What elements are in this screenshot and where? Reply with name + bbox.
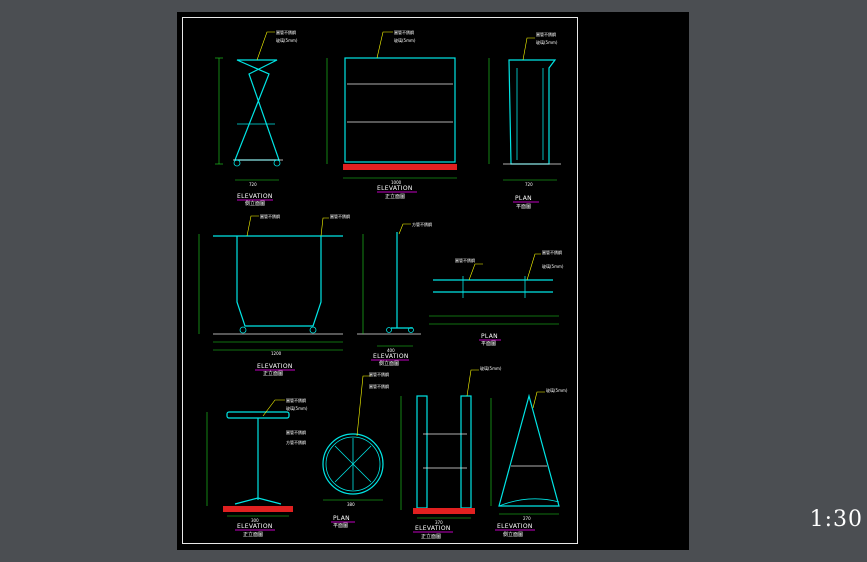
view-9-front-elevation[interactable]: 370 玻璃(5mm) ELEVATION 正立面圖 <box>400 365 502 540</box>
dimension-text: 1200 <box>271 351 282 356</box>
caster-wheel <box>233 159 241 167</box>
base-curve <box>498 498 560 507</box>
note-text: 玻璃(5mm) <box>542 263 564 269</box>
floor-band <box>223 506 293 512</box>
rack-frame <box>236 236 322 327</box>
view-subtitle: 正立面圖 <box>263 370 283 377</box>
dimension-text: 1000 <box>391 180 402 185</box>
dimension-text: 380 <box>347 502 355 507</box>
note-text: 圓管不銹鋼 <box>542 249 562 255</box>
view-title: ELEVATION <box>415 525 451 532</box>
caster-wheel <box>309 326 317 334</box>
scale-label: 1:30 <box>809 507 863 532</box>
floor-band <box>343 164 457 170</box>
leader-line <box>262 399 285 417</box>
note-text: 圓管不銹鋼 <box>394 29 414 35</box>
note-text: 玻璃(5mm) <box>480 365 502 371</box>
view-subtitle: 平面圖 <box>333 523 348 529</box>
leader-line <box>466 369 479 397</box>
view-title: ELEVATION <box>377 185 413 192</box>
note-text: 圓管不銹鋼 <box>330 213 350 219</box>
view-title: PLAN <box>481 333 498 340</box>
note-text: 玻璃(5mm) <box>536 39 558 45</box>
note-text: 圓管不銹鋼 <box>286 429 306 435</box>
note-text: 圓管不銹鋼 <box>455 257 475 263</box>
view-subtitle: 正立面圖 <box>385 193 405 200</box>
view-subtitle: 平面圖 <box>516 204 531 210</box>
leader-line <box>356 375 371 437</box>
upright-post <box>416 395 428 509</box>
view-6-plan[interactable]: 圓管不銹鋼 圓管不銹鋼 玻璃(5mm) PLAN 平面圖 <box>429 249 564 347</box>
dimension-text: 270 <box>523 516 531 521</box>
view-subtitle: 側立面圖 <box>245 200 265 207</box>
view-title: PLAN <box>515 195 532 202</box>
view-title: ELEVATION <box>373 353 409 360</box>
view-title: PLAN <box>333 515 350 522</box>
leader-line <box>376 31 393 59</box>
view-7-front-elevation[interactable]: 300 圓管不銹鋼 玻璃(5mm) 圓管不銹鋼 方管不銹鋼 ELEVATION … <box>206 397 308 538</box>
leader-line <box>398 223 411 235</box>
view-title: ELEVATION <box>237 193 273 200</box>
view-10-side-elevation[interactable]: 270 玻璃(5mm) ELEVATION 側立面圖 <box>490 387 568 538</box>
view-subtitle: 側立面圖 <box>379 360 399 367</box>
note-text: 方管不銹鋼 <box>412 221 432 227</box>
dimension-text: 400 <box>387 348 395 353</box>
a-frame-outline <box>498 393 560 507</box>
note-text: 圓管不銹鋼 <box>286 397 306 403</box>
leader-line <box>246 215 259 237</box>
note-text: 圓管不銹鋼 <box>369 371 389 377</box>
leader-line <box>522 37 535 61</box>
caster-wheel <box>273 159 281 167</box>
caster-wheel <box>239 326 247 334</box>
upright-post <box>460 395 472 509</box>
note-text: 玻璃(5mm) <box>394 37 416 43</box>
view-subtitle: 平面圖 <box>481 341 496 347</box>
view-3-plan[interactable]: 720 圓管不銹鋼 玻璃(5mm) PLAN 平面圖 <box>488 31 561 210</box>
leader-line <box>256 31 275 61</box>
note-text: 圓管不銹鋼 <box>369 383 389 389</box>
dimension-text: 720 <box>249 182 257 187</box>
view-1-side-elevation[interactable]: 720 圓管不銹鋼 玻璃(5mm) ELEVATION 側立面圖 <box>215 29 298 207</box>
table-top <box>226 411 290 419</box>
view-subtitle: 側立面圖 <box>503 531 523 538</box>
dimension-text: 720 <box>525 182 533 187</box>
plan-outline <box>508 59 557 165</box>
caster-wheel <box>408 327 414 333</box>
leader-line <box>468 263 483 281</box>
cad-drawing[interactable]: .o { stroke:#00e5e5; stroke-width:1.2; f… <box>177 12 689 550</box>
shelf-frame <box>344 57 456 163</box>
dimension-text: 370 <box>435 520 443 525</box>
view-title: ELEVATION <box>257 363 293 370</box>
drawing-sheet-frame <box>182 17 578 544</box>
note-text: 玻璃(5mm) <box>276 37 298 43</box>
caster-wheel <box>386 327 392 333</box>
view-5-side-elevation[interactable]: 400 方管不銹鋼 ELEVATION 側立面圖 <box>357 221 432 367</box>
note-text: 圓管不銹鋼 <box>260 213 280 219</box>
dimension-text: 300 <box>251 518 259 523</box>
a-frame-legs <box>234 59 280 161</box>
view-subtitle: 正立面圖 <box>421 533 441 540</box>
table-top-inner <box>325 436 381 492</box>
table-base <box>234 497 282 505</box>
view-2-front-elevation[interactable]: 1000 圓管不銹鋼 玻璃(5mm) ELEVATION 正立面圖 <box>326 29 457 200</box>
leader-line <box>526 253 541 281</box>
note-text: 玻璃(5mm) <box>546 387 568 393</box>
view-title: ELEVATION <box>497 523 533 530</box>
note-text: 圓管不銹鋼 <box>536 31 556 37</box>
view-subtitle: 正立面圖 <box>243 531 263 538</box>
note-text: 圓管不銹鋼 <box>276 29 296 35</box>
floor-band <box>413 508 475 514</box>
view-8-plan[interactable]: 380 圓管不銹鋼 圓管不銹鋼 PLAN 平面圖 <box>322 371 389 529</box>
drawing-viewport[interactable]: .o { stroke:#00e5e5; stroke-width:1.2; f… <box>177 12 689 550</box>
table-top-plan <box>322 433 384 495</box>
leader-line <box>532 391 545 409</box>
note-text: 方管不銹鋼 <box>286 439 306 445</box>
view-title: ELEVATION <box>237 523 273 530</box>
note-text: 玻璃(5mm) <box>286 405 308 411</box>
view-4-front-elevation[interactable]: 1200 圓管不銹鋼 圓管不銹鋼 ELEVATION 正立面圖 <box>198 213 350 377</box>
leader-line <box>320 217 329 237</box>
